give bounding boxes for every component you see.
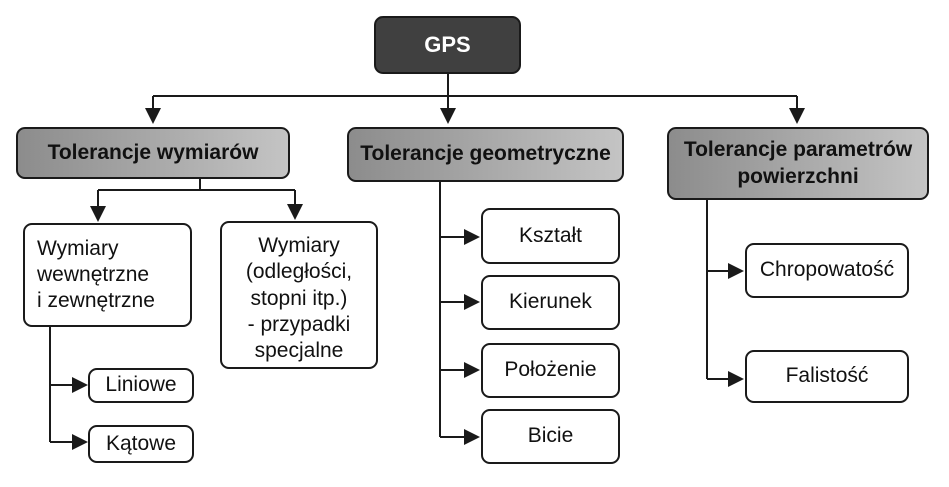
node-direction: Kierunek	[481, 275, 620, 330]
angular-label: Kątowe	[105, 431, 177, 455]
linear-label: Liniowe	[105, 373, 177, 397]
node-roughness: Chropowatość	[745, 243, 909, 298]
category-label-surface-line-2: powierzchni	[737, 164, 859, 188]
category-label-surface-line-1: Tolerancje parametrów	[683, 138, 913, 162]
node-linear: Liniowe	[88, 368, 194, 403]
shape-label: Kształt	[518, 223, 583, 247]
internal-external-line-3: i zewnętrzne	[37, 289, 155, 313]
node-angular: Kątowe	[88, 425, 194, 463]
node-distances: Wymiary (odległości, stopni itp.) - przy…	[220, 221, 378, 369]
root-label: GPS	[424, 32, 471, 58]
waviness-label: Falistość	[785, 364, 869, 388]
node-runout: Bicie	[481, 409, 620, 464]
distances-line-1: Wymiary	[258, 234, 340, 257]
node-shape: Kształt	[481, 208, 620, 264]
category-node-dimensions: Tolerancje wymiarów	[16, 127, 290, 179]
distances-line-4: - przypadki	[247, 312, 351, 336]
roughness-label: Chropowatość	[759, 258, 895, 282]
root-node-gps: GPS	[374, 16, 521, 74]
node-internal-external: Wymiary wewnętrzne i zewnętrzne	[23, 223, 192, 327]
node-waviness: Falistość	[745, 350, 909, 403]
direction-label: Kierunek	[509, 290, 592, 314]
runout-label: Bicie	[527, 424, 574, 448]
category-label-dimensions: Tolerancje wymiarów	[47, 140, 259, 164]
distances-line-3: stopni itp.)	[250, 286, 348, 310]
category-label-geometric: Tolerancje geometryczne	[360, 142, 611, 166]
distances-line-2: (odległości,	[245, 260, 353, 284]
internal-external-line-2: wewnętrzne	[37, 262, 150, 286]
category-node-surface: Tolerancje parametrów powierzchni	[667, 127, 929, 200]
category-node-geometric: Tolerancje geometryczne	[347, 127, 624, 182]
position-label: Położenie	[504, 358, 597, 382]
node-position: Położenie	[481, 343, 620, 398]
distances-line-5: specjalne	[254, 339, 344, 362]
internal-external-line-1: Wymiary	[37, 236, 119, 260]
